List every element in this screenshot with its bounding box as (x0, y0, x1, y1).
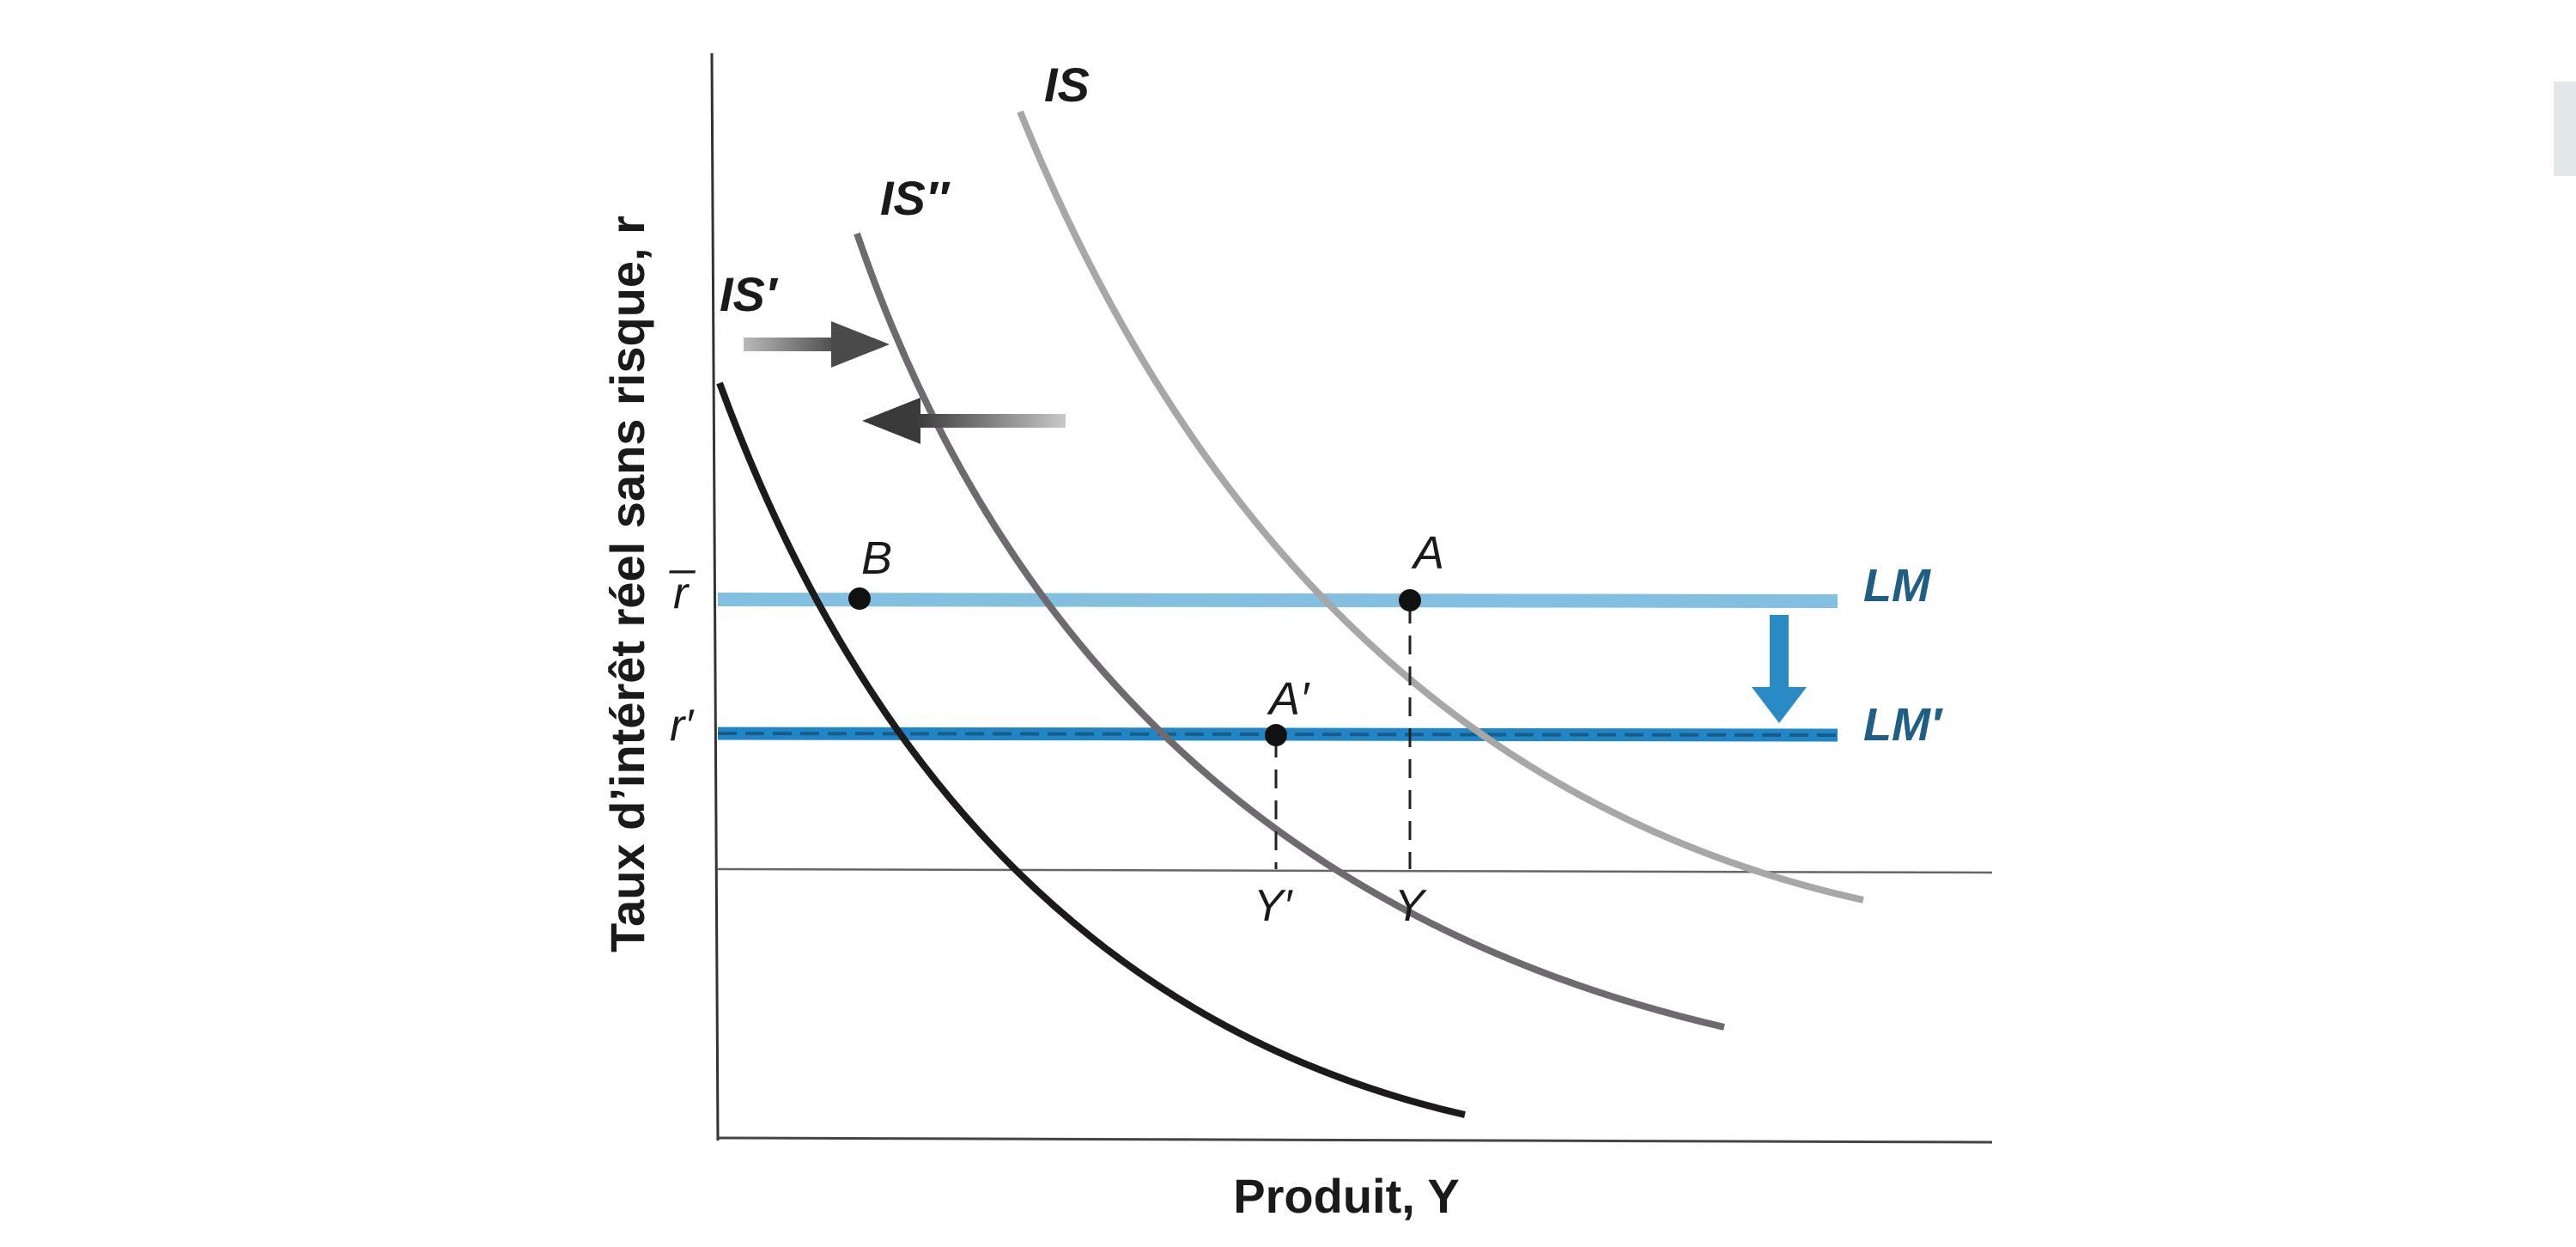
x-axis-title: Produit, Y (1233, 1169, 1459, 1223)
right-arrow-icon (744, 321, 890, 368)
point-b-label: B (861, 532, 892, 584)
point-a-prime-label: A′ (1267, 673, 1310, 725)
y-prime-tick-label: Y′ (1254, 881, 1294, 931)
horizontal-reference-line (717, 867, 1993, 874)
y-axis-title: Taux d’intérêt réel sans risque, r (600, 216, 654, 952)
point-a-prime (1265, 724, 1287, 746)
left-arrow-icon (862, 398, 1066, 444)
x-axis (717, 1136, 1993, 1144)
y-axis (710, 52, 720, 1141)
lm-label: LM (1863, 560, 1931, 611)
point-a (1399, 589, 1421, 611)
point-b (848, 587, 871, 610)
is-prime-curve (716, 381, 1466, 1118)
r-prime-tick-label: r′ (670, 701, 695, 751)
is-curve (1017, 110, 1864, 903)
down-arrow-icon (1752, 615, 1807, 723)
is-double-prime-label: IS″ (880, 171, 951, 225)
r-bar-tick-label: r̅ (669, 569, 696, 618)
lm-line (717, 593, 1838, 608)
y-tick-label: Y (1394, 881, 1427, 931)
point-a-label: A (1411, 527, 1444, 579)
is-prime-label: IS′ (720, 267, 779, 321)
lm-prime-label: LM′ (1863, 699, 1943, 751)
page-edge-shadow (2554, 82, 2576, 176)
is-label: IS (1044, 58, 1090, 112)
